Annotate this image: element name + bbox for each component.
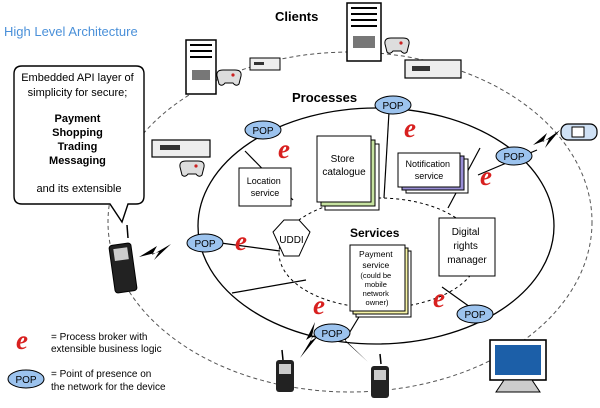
svg-text:Digital rights man: Digital rights manager bbox=[447, 227, 487, 266]
pop-ellipse: POP bbox=[186, 233, 224, 253]
svg-text:UDDI: UDDI bbox=[279, 235, 303, 246]
svg-text:POP: POP bbox=[194, 239, 215, 250]
services-label: Services bbox=[350, 226, 400, 240]
pop-ellipse: POP bbox=[374, 95, 412, 115]
legend-broker-line-2: extensible business logic bbox=[51, 344, 162, 355]
svg-text:POP: POP bbox=[464, 310, 485, 321]
process-broker-icon: e bbox=[313, 290, 325, 320]
pop-ellipses: POP POP POP POP POP POP bbox=[186, 95, 533, 343]
handheld-device-icon bbox=[560, 123, 598, 141]
process-broker-icon: e bbox=[235, 226, 247, 256]
callout-line-1: Embedded API layer of bbox=[21, 72, 134, 84]
svg-text:= Point of presence on t: = Point of presence on the network for t… bbox=[51, 369, 166, 393]
process-broker-icon: e bbox=[404, 113, 416, 143]
clients-label: Clients bbox=[275, 9, 318, 24]
mobile-phone-icon bbox=[371, 353, 389, 398]
callout-item-payment: Payment bbox=[55, 113, 101, 125]
pop-ellipse: POP bbox=[456, 304, 494, 324]
store-catalogue-stack: Store catalogue bbox=[316, 135, 380, 211]
svg-text:Location service: Location service bbox=[247, 176, 284, 198]
process-broker-icon: e bbox=[480, 161, 492, 191]
legend-pop-line-1: = Point of presence on bbox=[51, 369, 151, 380]
legend: e = Process broker with extensible busin… bbox=[7, 325, 166, 393]
computer-monitor-icon bbox=[489, 339, 547, 393]
server-icon bbox=[346, 2, 382, 62]
callout-footer: and its extensible bbox=[37, 183, 122, 195]
processes-label: Processes bbox=[292, 90, 357, 105]
process-broker-icons: e e e e e e bbox=[235, 113, 492, 320]
process-broker-icon: e bbox=[278, 134, 290, 164]
mobile-phone-icon bbox=[108, 224, 138, 294]
game-controller-icon bbox=[179, 160, 205, 177]
legend-pop-icon: POP bbox=[7, 369, 45, 389]
callout-line-2: simplicity for secure; bbox=[28, 87, 128, 99]
clients-ring bbox=[107, 51, 593, 393]
pop-ellipse: POP bbox=[313, 323, 351, 343]
notification-service-stack: Notification service bbox=[397, 152, 469, 194]
svg-text:POP: POP bbox=[503, 152, 524, 163]
svg-text:POP: POP bbox=[15, 375, 36, 386]
legend-pop-line-2: the network for the device bbox=[51, 382, 166, 393]
set-top-box-icon bbox=[151, 139, 211, 158]
mobile-phone-icon bbox=[276, 349, 294, 392]
callout-item-messaging: Messaging bbox=[49, 155, 106, 167]
callout-bubble: Embedded API layer of simplicity for sec… bbox=[13, 65, 145, 224]
location-service-box: Location service bbox=[238, 167, 292, 207]
wireless-link-icons bbox=[139, 130, 560, 362]
server-icon bbox=[185, 39, 217, 95]
svg-text:POP: POP bbox=[252, 126, 273, 137]
legend-broker-icon: e bbox=[16, 325, 28, 355]
svg-text:Notification service: Notification service bbox=[405, 159, 452, 181]
svg-text:Payment service (c: Payment service (could be mobile network… bbox=[359, 249, 395, 307]
set-top-box-icon bbox=[249, 57, 281, 71]
callout-item-shopping: Shopping bbox=[52, 127, 103, 139]
svg-text:Store catalogue: Store catalogue bbox=[322, 154, 366, 178]
uddi-hexagon: UDDI bbox=[272, 219, 311, 257]
payment-service-stack: Payment service (could be mobile network… bbox=[349, 244, 412, 318]
process-broker-icon: e bbox=[433, 283, 445, 313]
digital-rights-manager-box: Digital rights manager bbox=[438, 217, 496, 277]
set-top-box-icon bbox=[404, 59, 462, 79]
game-controller-icon bbox=[216, 69, 242, 86]
svg-text:POP: POP bbox=[321, 329, 342, 340]
callout-item-trading: Trading bbox=[58, 141, 98, 153]
svg-text:Embedded API layer of si: Embedded API layer of simplicity for sec… bbox=[21, 72, 137, 195]
game-controller-icon bbox=[384, 37, 410, 54]
svg-text:POP: POP bbox=[382, 101, 403, 112]
pop-ellipse: POP bbox=[495, 146, 533, 166]
svg-text:= Process broker with ex: = Process broker with extensible busines… bbox=[51, 332, 162, 355]
legend-broker-line-1: = Process broker with bbox=[51, 332, 147, 343]
diagram-title: High Level Architecture bbox=[4, 24, 138, 39]
pop-ellipse: POP bbox=[244, 120, 282, 140]
